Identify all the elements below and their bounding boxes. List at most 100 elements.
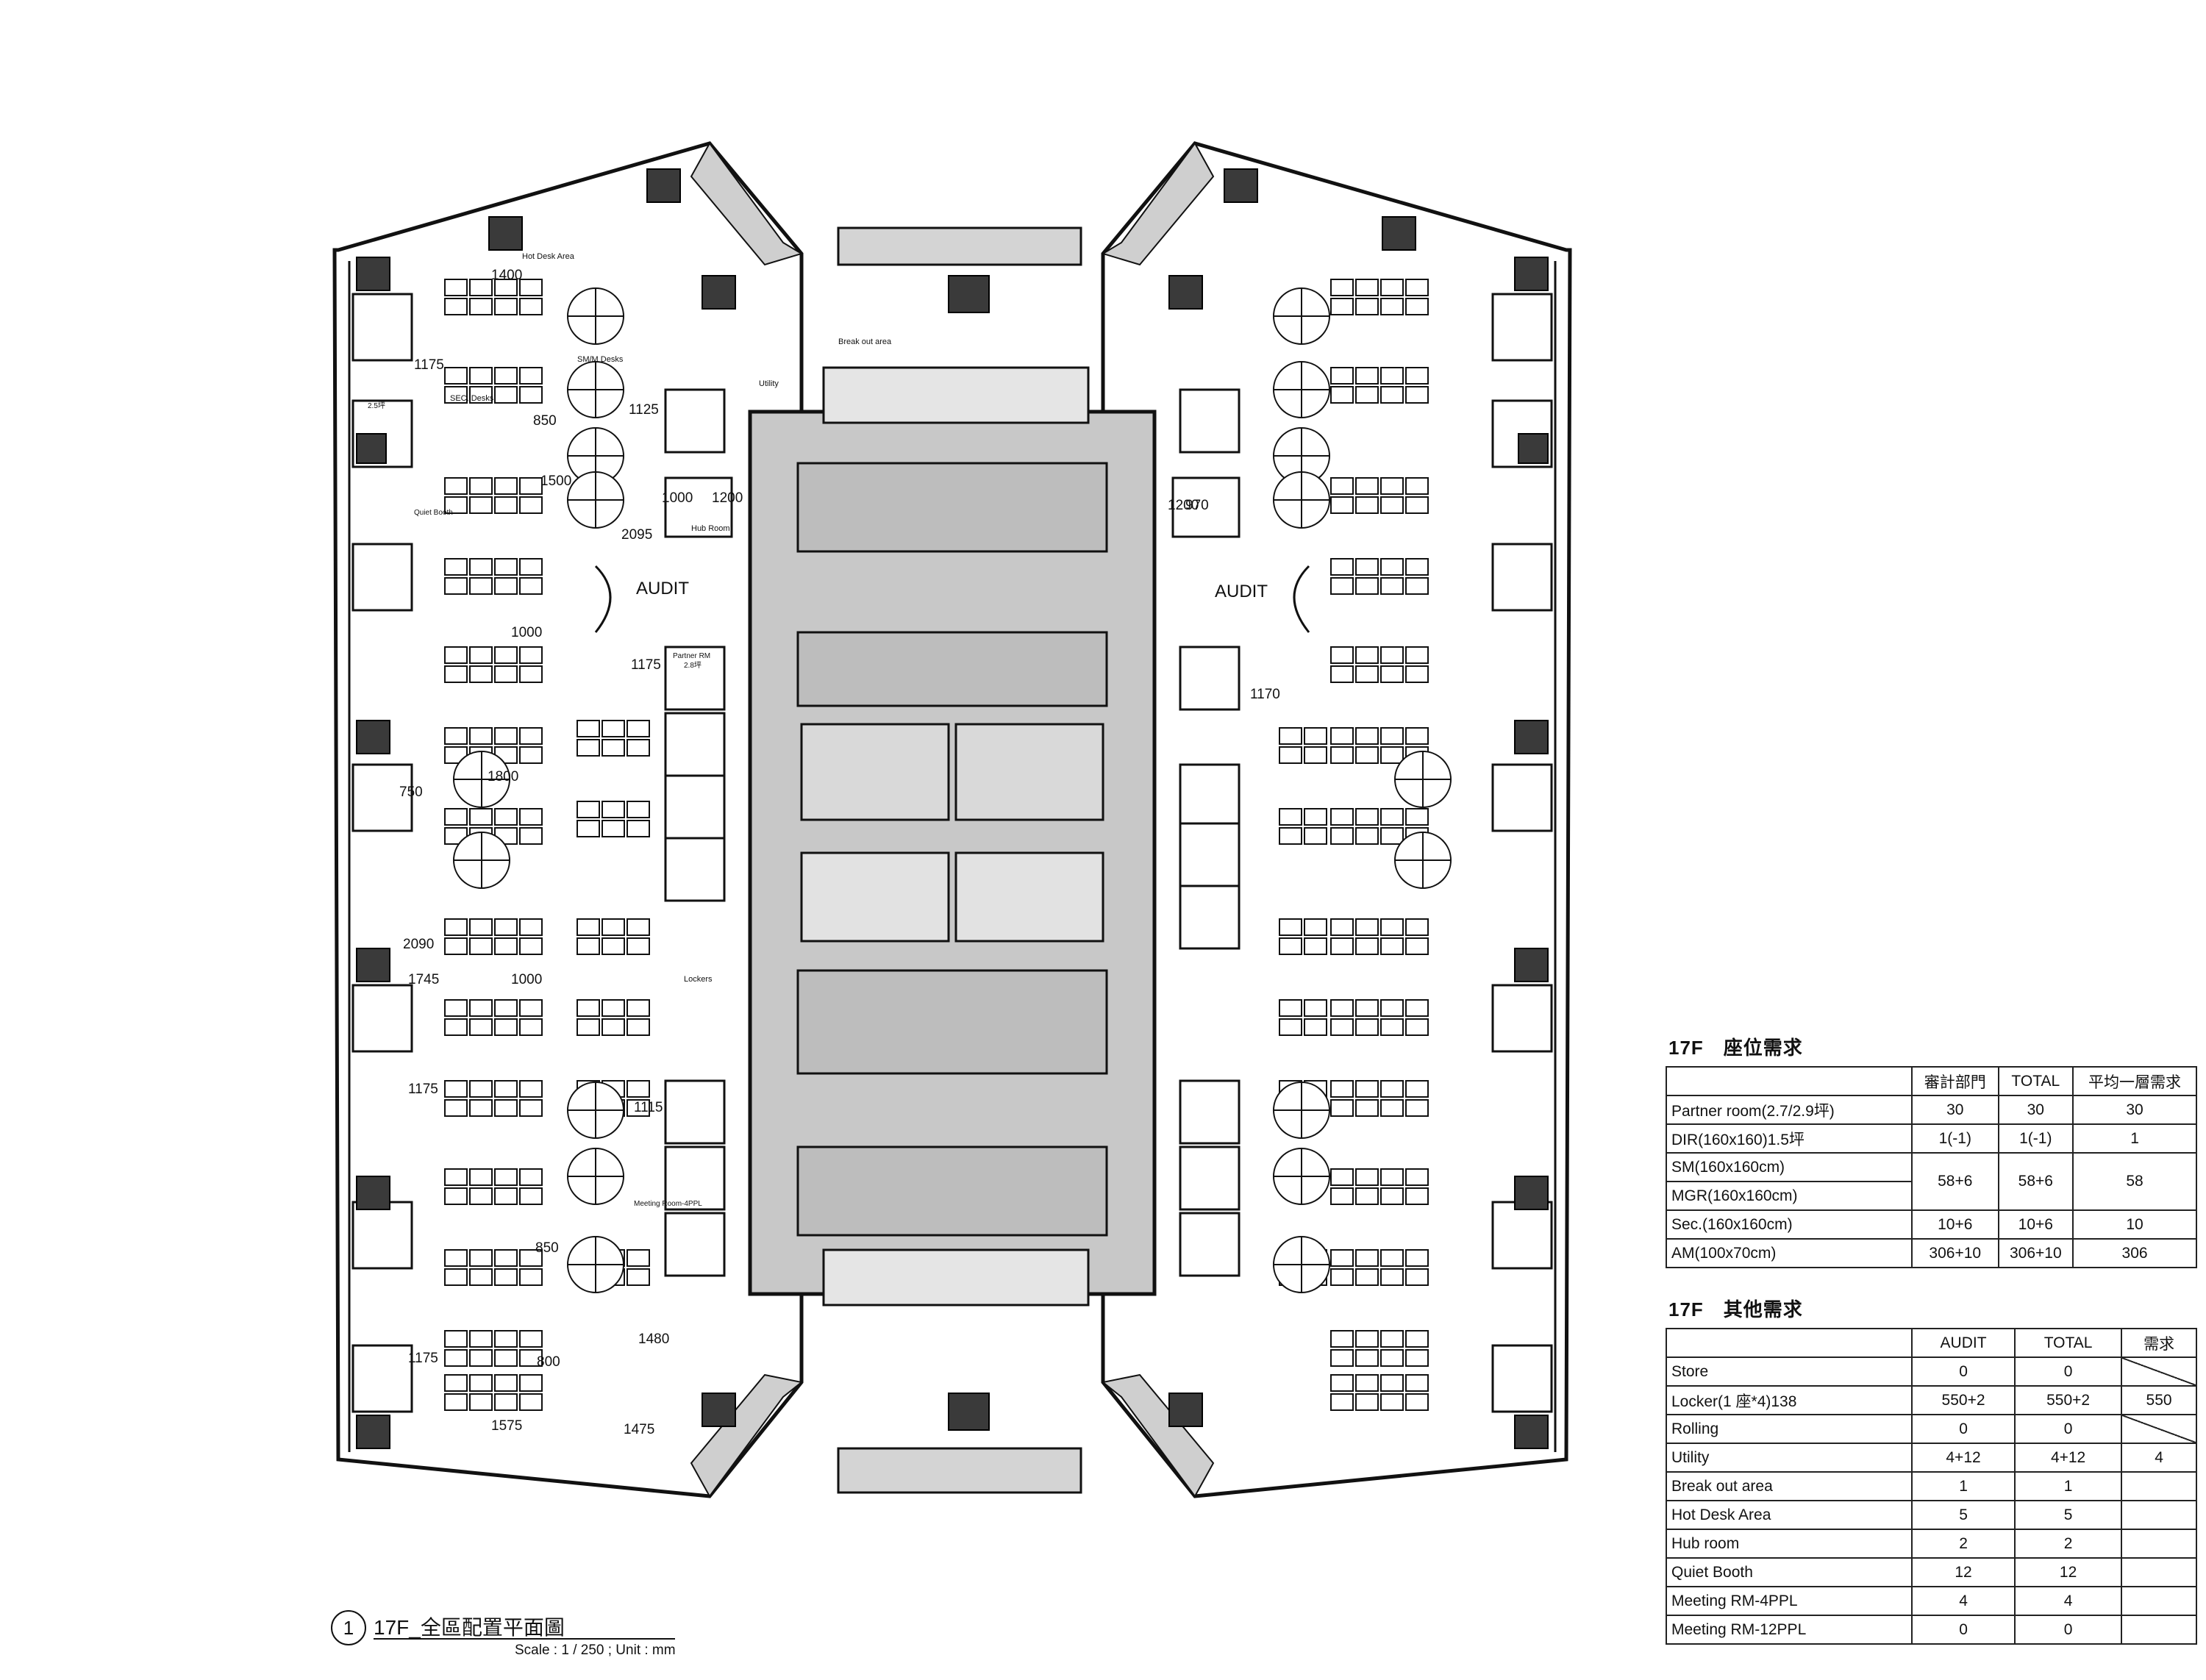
desk: [1405, 646, 1429, 664]
row-name: Quiet Booth: [1666, 1557, 1913, 1587]
other-table-title: 17F 其他需求: [1668, 1298, 1803, 1320]
desk: [577, 801, 600, 818]
desk: [469, 386, 493, 404]
desk: [444, 1393, 468, 1411]
desk: [1405, 999, 1429, 1017]
desk: [519, 665, 543, 683]
top-corridor: [837, 226, 1082, 266]
row-total: 2: [2014, 1529, 2123, 1559]
desk: [469, 1393, 493, 1411]
desk: [494, 1268, 518, 1286]
dimension-label: 2095: [621, 527, 652, 543]
desk: [1405, 808, 1429, 826]
stair-1: [800, 723, 950, 821]
desk: [1355, 1249, 1379, 1267]
row-total: 550+2: [2014, 1385, 2123, 1415]
desk: [519, 1099, 543, 1117]
desk: [1380, 386, 1404, 404]
desk: [602, 801, 625, 818]
row-need: [2121, 1414, 2197, 1444]
desk: [1405, 1187, 1429, 1205]
desk: [1330, 827, 1354, 845]
row-name: SM(160x160cm): [1666, 1152, 1913, 1182]
desk: [1380, 1349, 1404, 1367]
row-name: Partner room(2.7/2.9坪): [1666, 1095, 1913, 1125]
hot-desk-label: Hot Desk Area: [522, 252, 575, 261]
desk: [1304, 727, 1327, 745]
dimension-label: 800: [537, 1354, 560, 1370]
row-total: 0: [2014, 1615, 2123, 1645]
row-total: 12: [2014, 1557, 2123, 1587]
drawing-scale: Scale : 1 / 250 ; Unit : mm: [515, 1643, 676, 1658]
header-cell: 平均一層需求: [2072, 1066, 2197, 1096]
desk: [627, 1268, 650, 1286]
building-outline-right: [1101, 141, 1572, 1498]
desk: [444, 1349, 468, 1367]
desk: [1355, 279, 1379, 296]
desk: [519, 577, 543, 595]
audit-screen-left: [594, 565, 612, 633]
core-partner-rooms-left: [664, 388, 733, 1277]
desk: [1304, 937, 1327, 955]
desk: [1304, 1018, 1327, 1036]
table-row: AM(100x70cm) 306+10 306+10 306: [1666, 1238, 2197, 1268]
header-cell: [1666, 1328, 1913, 1358]
row-total: 10+6: [1997, 1209, 2074, 1240]
desk: [494, 386, 518, 404]
restroom-bottom: [822, 1248, 1090, 1307]
row-name: MGR(160x160cm): [1666, 1181, 1913, 1211]
desk: [1380, 746, 1404, 764]
header-cell: 審計部門: [1911, 1066, 1999, 1096]
desk: [1405, 1330, 1429, 1348]
header-cell: TOTAL: [2014, 1328, 2123, 1358]
corner-glazing-bl: [690, 1373, 804, 1498]
corner-glazing-br: [1101, 1373, 1215, 1498]
desk: [1330, 1393, 1354, 1411]
desk: [1279, 999, 1302, 1017]
desk: [1330, 1018, 1354, 1036]
dimension-label: 1480: [638, 1332, 669, 1347]
row-need: [2121, 1615, 2197, 1645]
break-out-label: Break out area: [838, 337, 892, 346]
desk: [1279, 808, 1302, 826]
row-need: 4: [2121, 1443, 2197, 1473]
dimension-label: 1200: [712, 490, 743, 506]
desk: [444, 999, 468, 1017]
desk: [444, 918, 468, 936]
desk: [519, 1349, 543, 1367]
meeting-4ppl-label: Meeting Room-4PPL: [634, 1200, 702, 1208]
audit-label-left: AUDIT: [636, 579, 689, 598]
desk: [494, 1393, 518, 1411]
table-header-row: 審計部門 TOTAL 平均一層需求: [1666, 1066, 2197, 1096]
desk: [1380, 808, 1404, 826]
desk: [602, 1018, 625, 1036]
desk: [1330, 746, 1354, 764]
desk: [1405, 665, 1429, 683]
bottom-corridor: [837, 1447, 1082, 1494]
desk: [1330, 918, 1354, 936]
dimension-label: 1200: [1168, 498, 1199, 513]
desk: [1405, 1268, 1429, 1286]
row-name: Utility: [1666, 1443, 1913, 1473]
desk: [494, 918, 518, 936]
dimension-label: 1170: [1250, 687, 1280, 702]
desk: [519, 1330, 543, 1348]
desk: [1355, 918, 1379, 936]
stair-3: [800, 851, 950, 943]
dimension-label: 1745: [408, 972, 439, 987]
desk: [1380, 646, 1404, 664]
stair-2: [954, 723, 1104, 821]
desk: [469, 1018, 493, 1036]
desk: [1380, 827, 1404, 845]
desk: [577, 820, 600, 837]
desk: [1380, 577, 1404, 595]
desk: [1330, 1330, 1354, 1348]
desk: [577, 937, 600, 955]
desk: [519, 646, 543, 664]
drawing-title: 17F_全區配置平面圖: [374, 1616, 565, 1639]
desk: [469, 367, 493, 385]
row-name: Hub room: [1666, 1529, 1913, 1559]
desk: [444, 937, 468, 955]
